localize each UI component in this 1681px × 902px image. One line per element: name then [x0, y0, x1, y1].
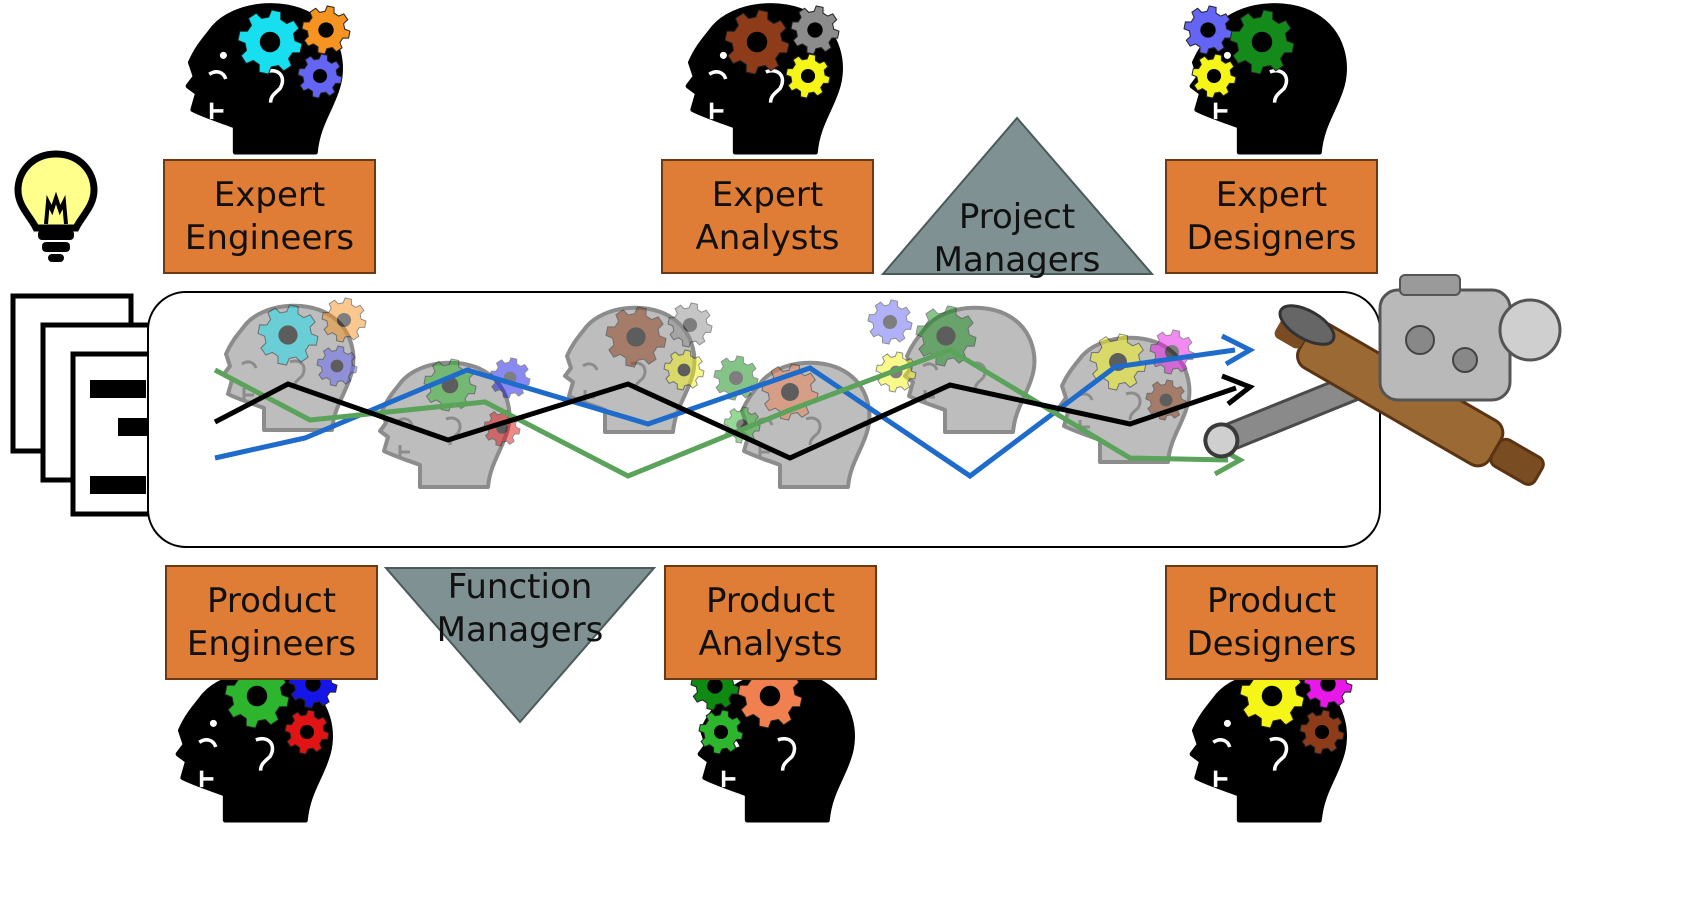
- function-managers-label: Function Managers: [420, 566, 620, 652]
- expert-designers-line2: Designers: [1186, 217, 1357, 258]
- gear-icon: [1191, 53, 1237, 99]
- gear-icon: [724, 9, 790, 75]
- product-designers-line1: Product: [1206, 580, 1337, 621]
- project-managers-line2: Managers: [933, 240, 1101, 280]
- product-engineers-line1: Product: [206, 580, 337, 621]
- gear-icon: [237, 9, 303, 75]
- expert-analysts-box: Expert Analysts: [661, 159, 874, 274]
- gear-icon: [667, 302, 713, 348]
- gear-icon: [316, 345, 358, 387]
- machine-part-icon: [1203, 274, 1562, 486]
- function-managers-triangle: [383, 567, 657, 724]
- gear-icon: [321, 297, 367, 343]
- gear-icon: [867, 299, 913, 345]
- green-process-line: [213, 347, 1229, 479]
- gear-icon: [1183, 5, 1233, 55]
- function-managers-line2: Managers: [436, 610, 604, 650]
- gear-icon: [698, 709, 744, 755]
- gear-icon: [1299, 709, 1345, 755]
- expert-engineers-box: Expert Engineers: [163, 159, 376, 274]
- expert-engineers-line2: Engineers: [184, 217, 355, 258]
- lightbulb-icon: [14, 150, 98, 262]
- product-designers-line2: Designers: [1186, 623, 1357, 664]
- process-lines: [213, 333, 1256, 480]
- product-analysts-box: Product Analysts: [664, 565, 877, 680]
- project-managers-line1: Project: [958, 197, 1076, 237]
- project-managers-label: Project Managers: [917, 196, 1117, 282]
- expert-engineers-line1: Expert: [213, 174, 326, 215]
- gear-icon: [301, 5, 351, 55]
- project-managers-triangle: [880, 116, 1155, 275]
- gear-icon: [915, 305, 977, 367]
- gear-icon: [790, 5, 840, 55]
- gear-icon: [224, 663, 290, 729]
- product-engineers-box: Product Engineers: [165, 565, 378, 680]
- faded-gears: [257, 297, 1195, 447]
- product-analysts-line1: Product: [705, 580, 836, 621]
- gear-icon: [663, 349, 705, 391]
- role-gears: [224, 5, 1353, 755]
- product-engineers-line2: Engineers: [186, 623, 357, 664]
- product-analysts-line2: Analysts: [698, 623, 843, 664]
- expert-designers-box: Expert Designers: [1165, 159, 1378, 274]
- product-designers-box: Product Designers: [1165, 565, 1378, 680]
- gear-icon: [605, 306, 667, 368]
- gear-icon: [284, 709, 330, 755]
- black-process-line: [213, 381, 1237, 461]
- gear-icon: [257, 304, 319, 366]
- gear-icon: [297, 53, 343, 99]
- expert-analysts-line2: Analysts: [695, 217, 840, 258]
- gear-icon: [785, 53, 831, 99]
- expert-designers-line1: Expert: [1215, 174, 1328, 215]
- gear-icon: [1229, 9, 1295, 75]
- blue-process-line: [214, 347, 1236, 480]
- expert-analysts-line1: Expert: [711, 174, 824, 215]
- function-managers-line1: Function: [447, 567, 593, 607]
